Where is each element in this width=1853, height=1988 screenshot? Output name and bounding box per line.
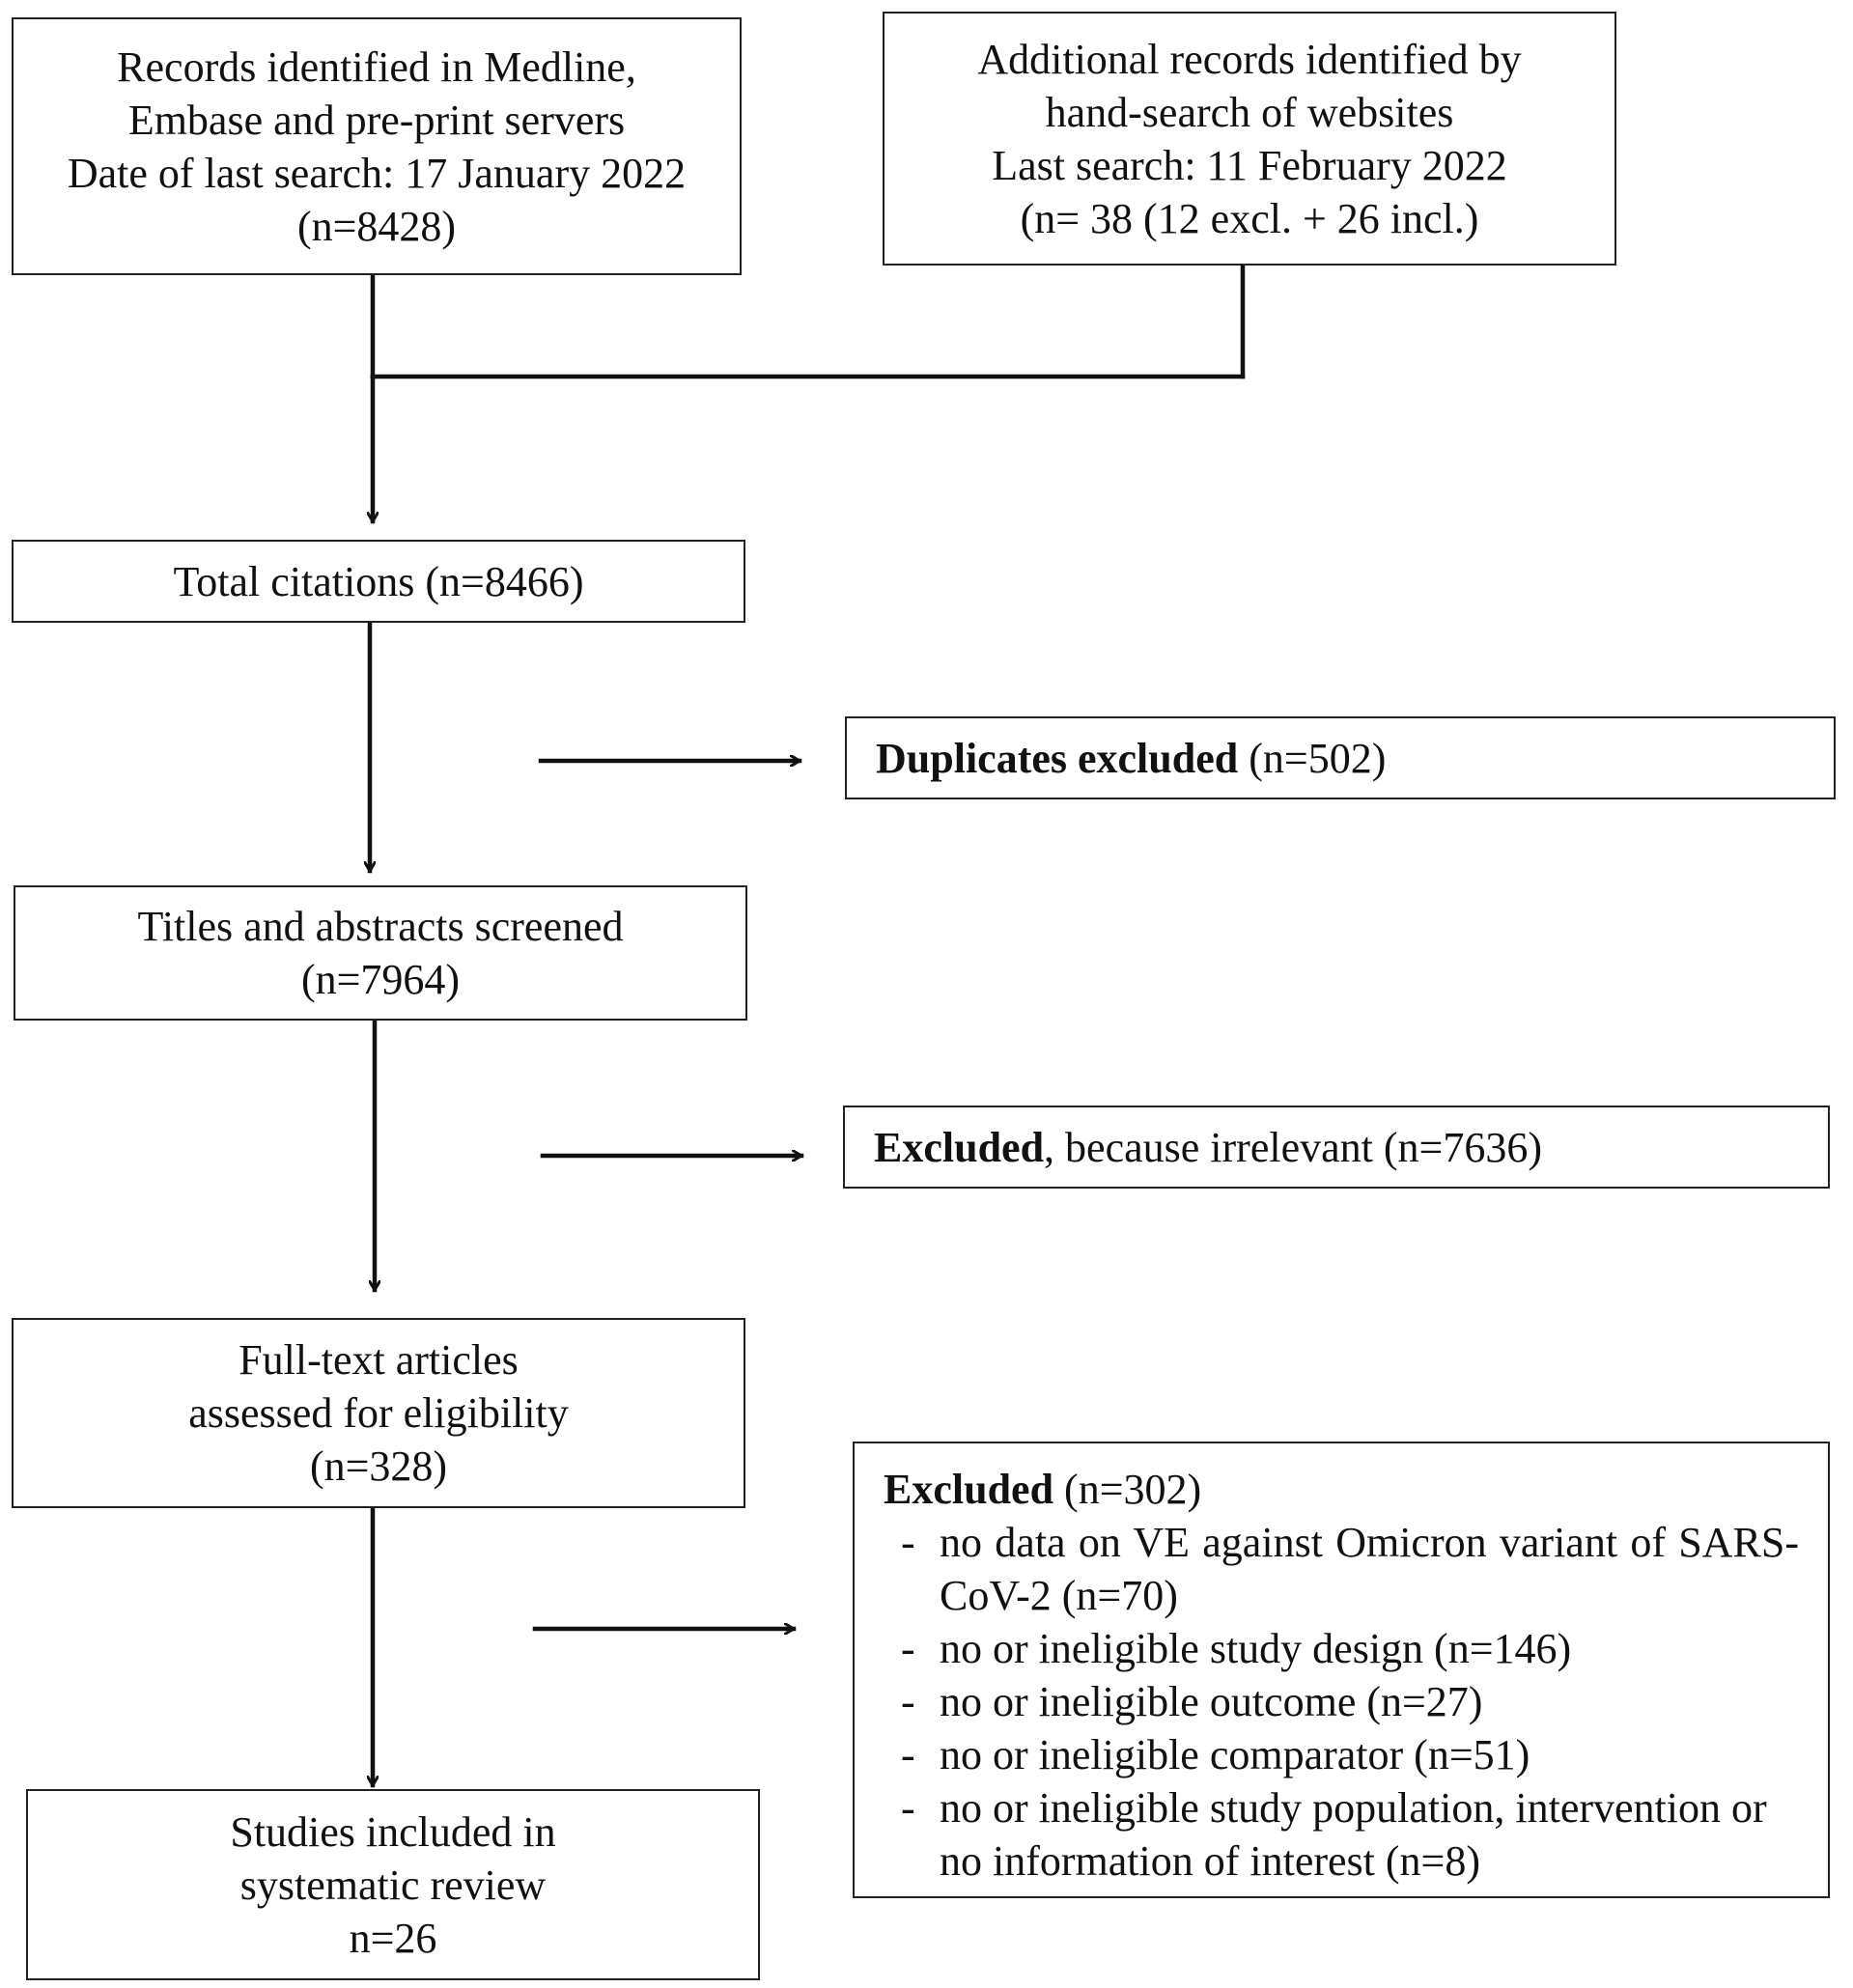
records-hand-line-1: Additional records identified by [977,35,1522,83]
dash-bullet: - [901,1678,915,1725]
duplicates-excluded-label: Duplicates excluded [876,734,1239,782]
exclusion-reason-text: no or ineligible comparator (n=51) [940,1731,1530,1778]
exclusion-reason-text: no data on VE against Omicron variant of… [940,1519,1799,1619]
fulltext-box: Full-text articles assessed for eligibil… [12,1318,745,1508]
records-hand-line-3: Last search: 11 February 2022 [992,141,1507,189]
records-databases-line-2: Embase and pre-print servers [127,96,626,144]
records-databases-line-1: Records identified in Medline, [117,42,636,91]
exclusion-reasons-list: -no data on VE against Omicron variant o… [884,1516,1799,1888]
fulltext-excluded-box: Excluded (n=302) -no data on VE against … [853,1442,1830,1898]
fulltext-excluded-label: Excluded [884,1466,1054,1513]
fulltext-excluded-heading: Excluded (n=302) [884,1463,1799,1516]
dash-bullet: - [901,1731,915,1778]
screened-box: Titles and abstracts screened (n=7964) [14,885,747,1021]
duplicates-excluded-text: Duplicates excluded (n=502) [876,732,1386,785]
irrelevant-excluded-reason: , because irrelevant (n=7636) [1044,1123,1542,1171]
records-hand-count: (n= 38 (12 excl. + 26 incl.) [1020,194,1479,242]
exclusion-reason-text: no or ineligible study design (n=146) [940,1625,1572,1672]
fulltext-count: (n=328) [309,1442,448,1490]
records-hand-line-2: hand-search of websites [1045,88,1454,136]
irrelevant-excluded-text: Excluded, because irrelevant (n=7636) [874,1121,1542,1174]
irrelevant-excluded-box: Excluded, because irrelevant (n=7636) [843,1106,1830,1189]
dash-bullet: - [901,1625,915,1672]
duplicates-excluded-box: Duplicates excluded (n=502) [845,716,1836,799]
fulltext-excluded-count: (n=302) [1053,1466,1202,1513]
irrelevant-excluded-label: Excluded [874,1123,1045,1171]
total-citations-text: Total citations (n=8466) [173,557,584,605]
dash-bullet: - [901,1784,915,1832]
included-studies-box: Studies included in systematic review n=… [26,1789,760,1980]
duplicates-excluded-count: (n=502) [1238,734,1387,782]
included-line-2: systematic review [239,1861,547,1909]
screened-count: (n=7964) [300,956,461,1003]
included-line-1: Studies included in [230,1807,556,1856]
screened-label: Titles and abstracts screened [137,903,624,950]
records-databases-box: Records identified in Medline, Embase an… [12,17,742,275]
fulltext-line-2: assessed for eligibility [188,1389,569,1437]
dash-bullet: - [901,1519,915,1566]
included-count: n=26 [349,1914,437,1962]
exclusion-reason-item: -no or ineligible comparator (n=51) [884,1728,1799,1781]
total-citations-box: Total citations (n=8466) [12,540,745,623]
records-databases-line-3: Date of last search: 17 January 2022 [67,149,687,197]
exclusion-reason-item: -no or ineligible study design (n=146) [884,1622,1799,1675]
exclusion-reason-item: -no or ineligible outcome (n=27) [884,1675,1799,1728]
records-databases-count: (n=8428) [296,202,457,250]
exclusion-reason-text: no or ineligible study population, inter… [940,1784,1767,1885]
exclusion-reason-item: -no or ineligible study population, inte… [884,1781,1799,1888]
fulltext-line-1: Full-text articles [239,1336,519,1384]
records-hand-search-box: Additional records identified by hand-se… [883,12,1616,266]
exclusion-reason-text: no or ineligible outcome (n=27) [940,1678,1483,1725]
exclusion-reason-item: -no data on VE against Omicron variant o… [884,1516,1799,1622]
